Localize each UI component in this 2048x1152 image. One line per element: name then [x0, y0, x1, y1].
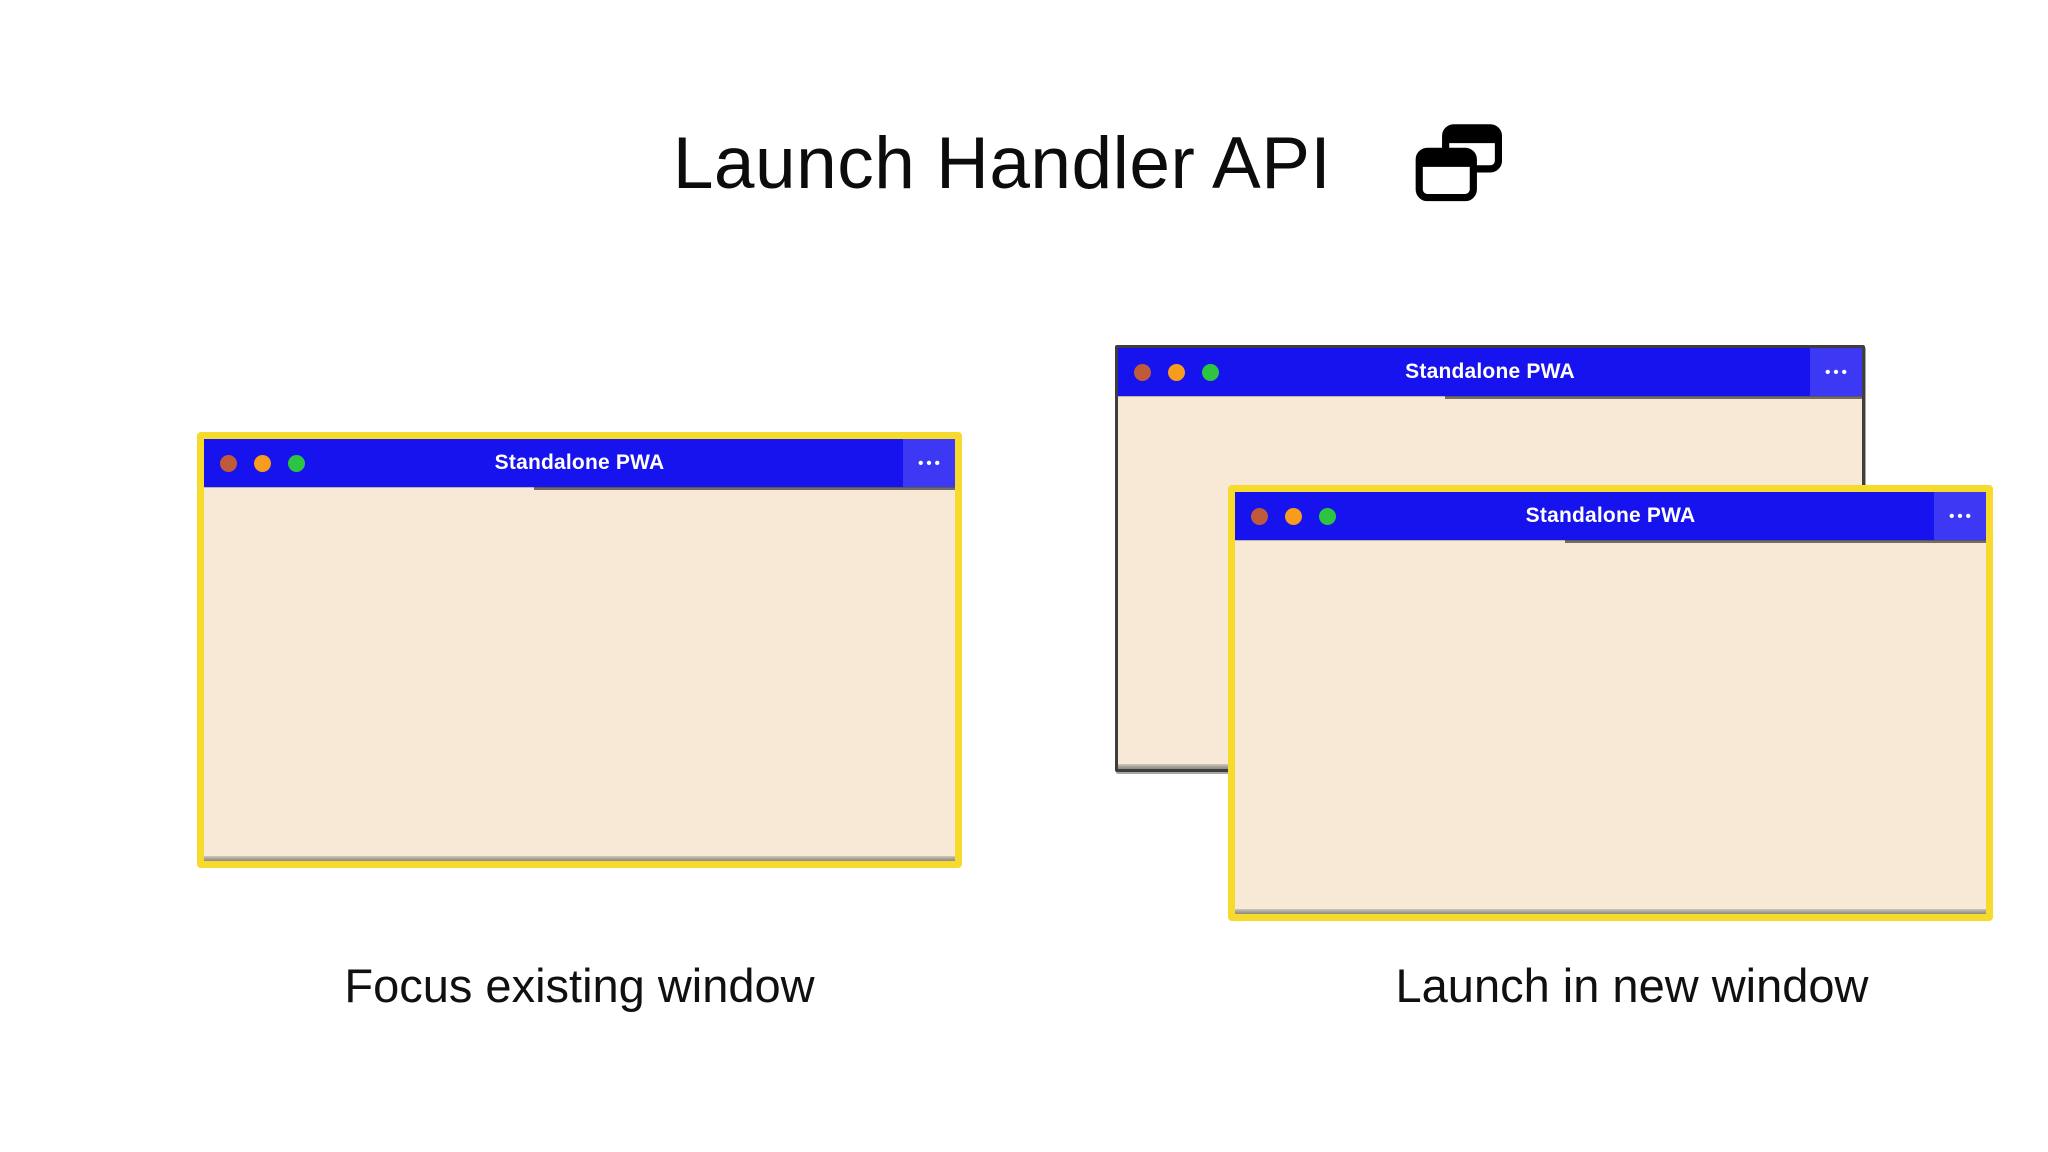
traffic-lights [1251, 507, 1336, 525]
traffic-light-zoom-icon[interactable] [288, 454, 305, 472]
traffic-light-close-icon[interactable] [1134, 363, 1151, 381]
traffic-lights [1134, 363, 1219, 381]
window-titlebar: Standalone PWA ••• [204, 439, 955, 490]
traffic-light-minimize-icon[interactable] [254, 454, 271, 472]
window-menu-button[interactable]: ••• [1810, 348, 1862, 396]
window-titlebar: Standalone PWA ••• [1118, 348, 1862, 399]
window-menu-button[interactable]: ••• [1934, 492, 1986, 540]
ellipsis-icon: ••• [1825, 363, 1850, 381]
window-title: Standalone PWA [1525, 504, 1696, 527]
ellipsis-icon: ••• [1949, 507, 1974, 525]
caption-focus-existing-window: Focus existing window [344, 959, 815, 1012]
traffic-light-close-icon[interactable] [1251, 507, 1268, 525]
window-standalone-pwa-new: Standalone PWA ••• [1228, 485, 1993, 921]
traffic-light-zoom-icon[interactable] [1319, 507, 1336, 525]
traffic-lights [220, 454, 305, 472]
traffic-light-minimize-icon[interactable] [1285, 507, 1302, 525]
window-title: Standalone PWA [494, 451, 665, 474]
page-title: Launch Handler API [672, 123, 1332, 204]
window-standalone-pwa-existing: Standalone PWA ••• [197, 432, 962, 868]
ellipsis-icon: ••• [918, 454, 943, 472]
window-titlebar: Standalone PWA ••• [1235, 492, 1986, 543]
window-menu-button[interactable]: ••• [903, 439, 955, 487]
overlapping-windows-icon [1415, 123, 1503, 201]
traffic-light-zoom-icon[interactable] [1202, 363, 1219, 381]
window-title: Standalone PWA [1405, 360, 1575, 383]
traffic-light-close-icon[interactable] [220, 454, 237, 472]
caption-launch-in-new-window: Launch in new window [1395, 959, 1869, 1012]
traffic-light-minimize-icon[interactable] [1168, 363, 1185, 381]
header: Launch Handler API [64, 122, 2048, 205]
